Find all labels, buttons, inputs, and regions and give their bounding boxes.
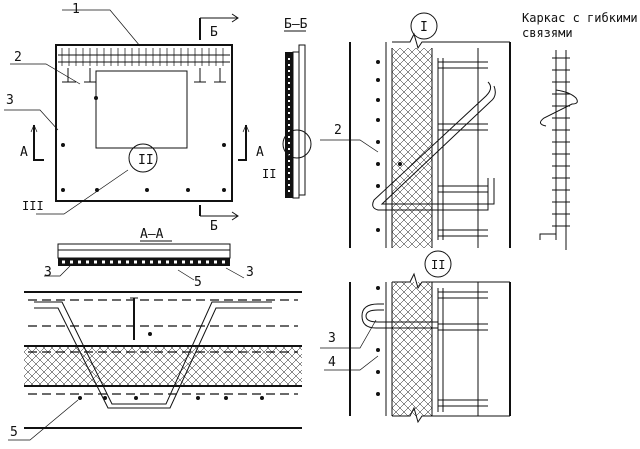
window-opening xyxy=(95,70,188,149)
section-AA-title: А–А xyxy=(140,227,164,242)
detail-II-break-line-top xyxy=(392,272,510,290)
detail-II-break-line-bottom xyxy=(392,406,510,424)
detail-I-ladder-rungs xyxy=(438,61,488,237)
section-A-right-marker xyxy=(238,125,247,161)
callout-3-leader xyxy=(4,109,59,131)
callout-3-left: 3 xyxy=(6,93,14,108)
detail-II-dots xyxy=(376,286,380,396)
detail-I-marker-circle xyxy=(410,12,438,40)
detail-II-ladder-rungs xyxy=(438,291,488,407)
section-A-right: А xyxy=(256,145,264,160)
callout-1-leader xyxy=(62,9,141,47)
callout-5-bottom: 5 xyxy=(10,425,18,440)
callout-2-leader xyxy=(10,63,81,85)
flexible-tie-outer xyxy=(34,301,272,405)
panel-front-view: II 1 2 3 III А А Б Б xyxy=(4,2,264,234)
detail-II-callout-4: 4 xyxy=(328,355,336,370)
detail-I-tie xyxy=(372,81,492,211)
detail-I-insulation xyxy=(392,48,432,248)
section-A-left: А xyxy=(20,145,28,160)
detail-I-tie-inner xyxy=(380,85,496,205)
frame-caption-line2: связями xyxy=(522,26,573,40)
flexible-tie-inner xyxy=(34,307,272,409)
detail-II-panel-label: II xyxy=(138,153,154,168)
aa-callout-3-left: 3 xyxy=(44,265,52,280)
callout-III-leader xyxy=(36,169,129,215)
aa-callout-5-leader xyxy=(177,269,195,281)
detail-II-insulation xyxy=(392,282,432,416)
frame-hooks xyxy=(539,233,567,250)
callout-III: III xyxy=(22,199,44,213)
detail-II-callout-3-leader xyxy=(320,319,377,349)
detail-II-marker-circle xyxy=(424,250,452,278)
section-AA: А–А 3 5 3 xyxy=(44,227,254,290)
panel-dots xyxy=(61,96,226,192)
section-B-top: Б xyxy=(210,25,218,40)
callout-2-left: 2 xyxy=(14,50,22,65)
section-BB-II: II xyxy=(262,167,276,181)
section-A-left-marker xyxy=(33,125,44,161)
aa-callout-3-right-leader xyxy=(225,267,245,279)
detail-I-break-line xyxy=(392,32,510,50)
top-rebar-ticks xyxy=(61,48,224,66)
frame-with-ties: Каркас с гибкими связями xyxy=(522,11,638,250)
insulation-hatch xyxy=(24,346,302,386)
lower-section: 5 xyxy=(8,291,302,441)
aa-callout-3-right: 3 xyxy=(246,265,254,280)
detail-II-hook-outer xyxy=(361,303,438,329)
frame-rungs xyxy=(552,57,570,227)
section-BB-detail-circle xyxy=(282,129,312,159)
detail-I-marker: I xyxy=(420,20,428,35)
detail-II-circle xyxy=(128,143,158,173)
frame-caption-line1: Каркас с гибкими xyxy=(522,11,638,25)
detail-II-callout-4-leader xyxy=(324,355,379,371)
section-BB-title: Б–Б xyxy=(284,17,308,32)
detail-I: I 2 xyxy=(320,12,511,248)
detail-II-marker: II xyxy=(431,258,445,272)
detail-I-callout-2: 2 xyxy=(334,123,342,138)
detail-II-callout-3: 3 xyxy=(328,331,336,346)
detail-I-callout-2-leader xyxy=(320,139,379,153)
detail-II: II 3 4 xyxy=(320,250,511,424)
section-AA-top-layer xyxy=(57,243,231,251)
frame-tie xyxy=(540,89,578,127)
panel-outline xyxy=(55,44,233,202)
section-AA-mid-layer xyxy=(57,249,231,259)
aa-callout-3-left-leader xyxy=(44,265,71,277)
detail-I-dots xyxy=(376,60,402,232)
callout-5-bottom-leader xyxy=(8,399,79,441)
section-BB-insulation xyxy=(292,51,300,199)
panel-hooks xyxy=(62,68,226,83)
detail-II-hook xyxy=(365,309,438,323)
aa-callout-5: 5 xyxy=(194,275,202,290)
section-B-bottom: Б xyxy=(210,219,218,234)
lower-section-dots xyxy=(78,332,264,400)
callout-1: 1 xyxy=(72,2,80,17)
section-BB-inner-layer xyxy=(298,44,306,196)
section-BB: Б–Б II xyxy=(262,17,312,199)
